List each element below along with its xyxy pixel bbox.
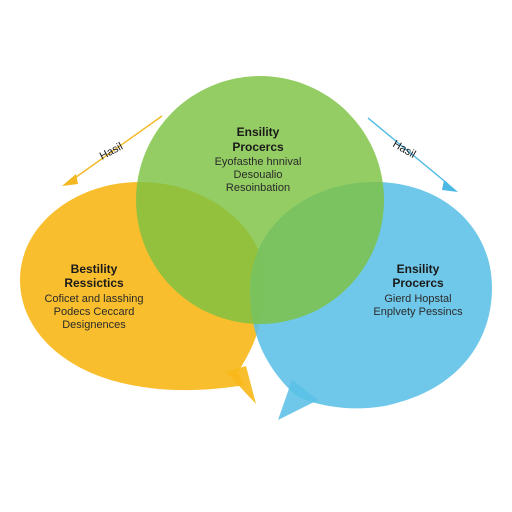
left-circle-body-line-2: Podecs Ceccard xyxy=(54,306,135,318)
left-arrow-label: Hasil xyxy=(98,141,125,163)
left-circle-title-line-1: Bestility xyxy=(71,262,118,276)
top-circle-title-line-1: Ensility xyxy=(237,125,280,139)
right-circle-title-line-2: Procercs xyxy=(392,276,444,290)
top-green-circle xyxy=(136,76,384,324)
top-circle-body-line-2: Desoualio xyxy=(234,169,283,181)
top-circle-title-line-2: Procercs xyxy=(232,140,284,154)
right-arrow-label: Hasil xyxy=(391,138,418,161)
right-circle-body-line-2: Enplvety Pessincs xyxy=(373,306,463,318)
right-circle-body-line-1: Gierd Hopstal xyxy=(384,293,451,305)
left-circle-title-line-2: Ressictics xyxy=(64,276,124,290)
top-circle-body-line-1: Eyofasthe hnnival xyxy=(215,156,302,168)
right-arrow xyxy=(367,117,458,192)
left-bubble-tail xyxy=(226,366,256,404)
left-circle-body-line-1: Coficet and lasshing xyxy=(44,293,143,305)
left-arrow xyxy=(62,115,163,186)
top-circle-body-line-3: Resoinbation xyxy=(226,182,290,194)
right-bubble-tail xyxy=(278,380,318,420)
right-circle-title-line-1: Ensility xyxy=(397,262,440,276)
left-circle-body-line-3: Designences xyxy=(62,319,126,331)
